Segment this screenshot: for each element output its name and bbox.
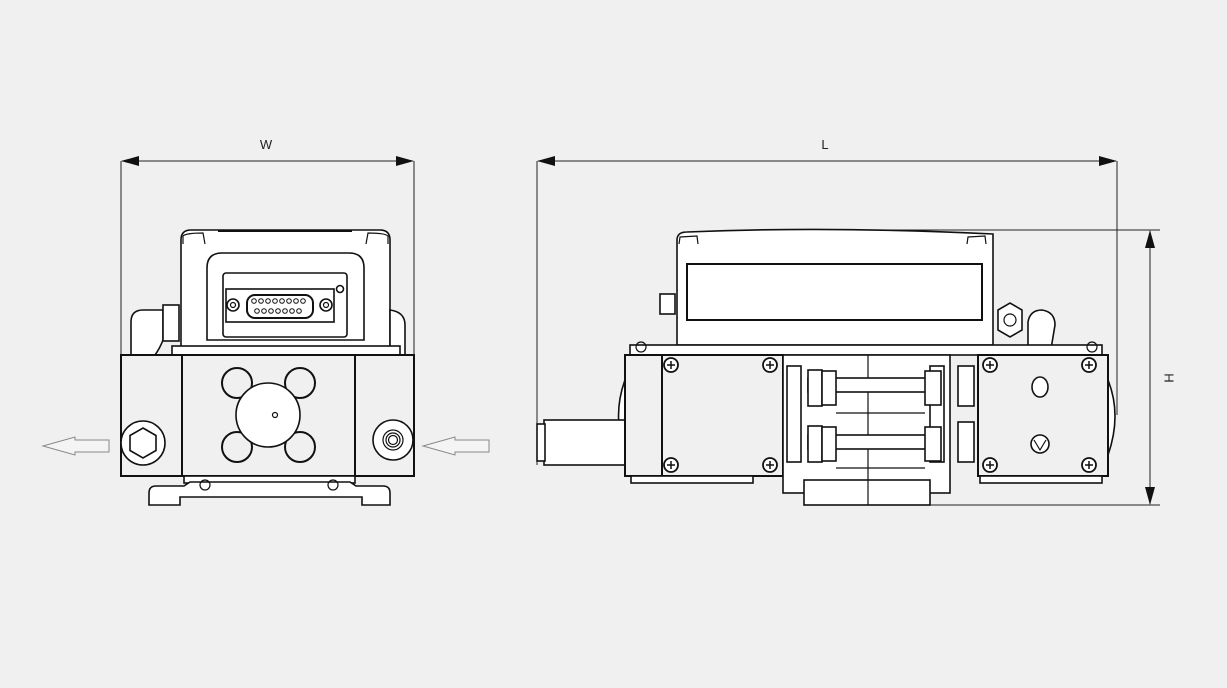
dsub-connector: [246, 294, 314, 319]
port-fitting: [372, 419, 414, 461]
height-label: H: [1162, 373, 1177, 382]
left-elbow: [130, 309, 164, 356]
center-cap: [235, 382, 301, 448]
led-indicator: [335, 284, 345, 294]
adjust-screw-icon: [1030, 434, 1050, 454]
hex-plug: [120, 420, 166, 466]
side-elbow: [1027, 309, 1056, 356]
left-cylinder-block: [624, 354, 784, 477]
side-fitting-nut: [997, 302, 1023, 338]
right-elbow: [389, 309, 406, 356]
mounting-feet: [148, 481, 391, 506]
side-view: L H: [536, 137, 1177, 506]
width-dimension: W: [120, 137, 415, 356]
length-label: L: [821, 137, 828, 152]
side-housing: [676, 228, 994, 346]
solenoid-pipe: [543, 419, 626, 466]
length-dimension: L: [536, 137, 1118, 465]
dsub-pins: [251, 298, 306, 314]
tie-rods: [807, 365, 975, 469]
flow-out-arrow: [41, 436, 110, 456]
left-fitting-nut: [162, 304, 180, 342]
indicator-hole: [1031, 376, 1049, 398]
base-plate: [171, 345, 401, 356]
label-window: [686, 263, 983, 321]
side-nut: [659, 293, 676, 315]
front-view: W: [41, 137, 490, 506]
flow-in-arrow: [421, 436, 490, 456]
width-label: W: [260, 137, 273, 152]
